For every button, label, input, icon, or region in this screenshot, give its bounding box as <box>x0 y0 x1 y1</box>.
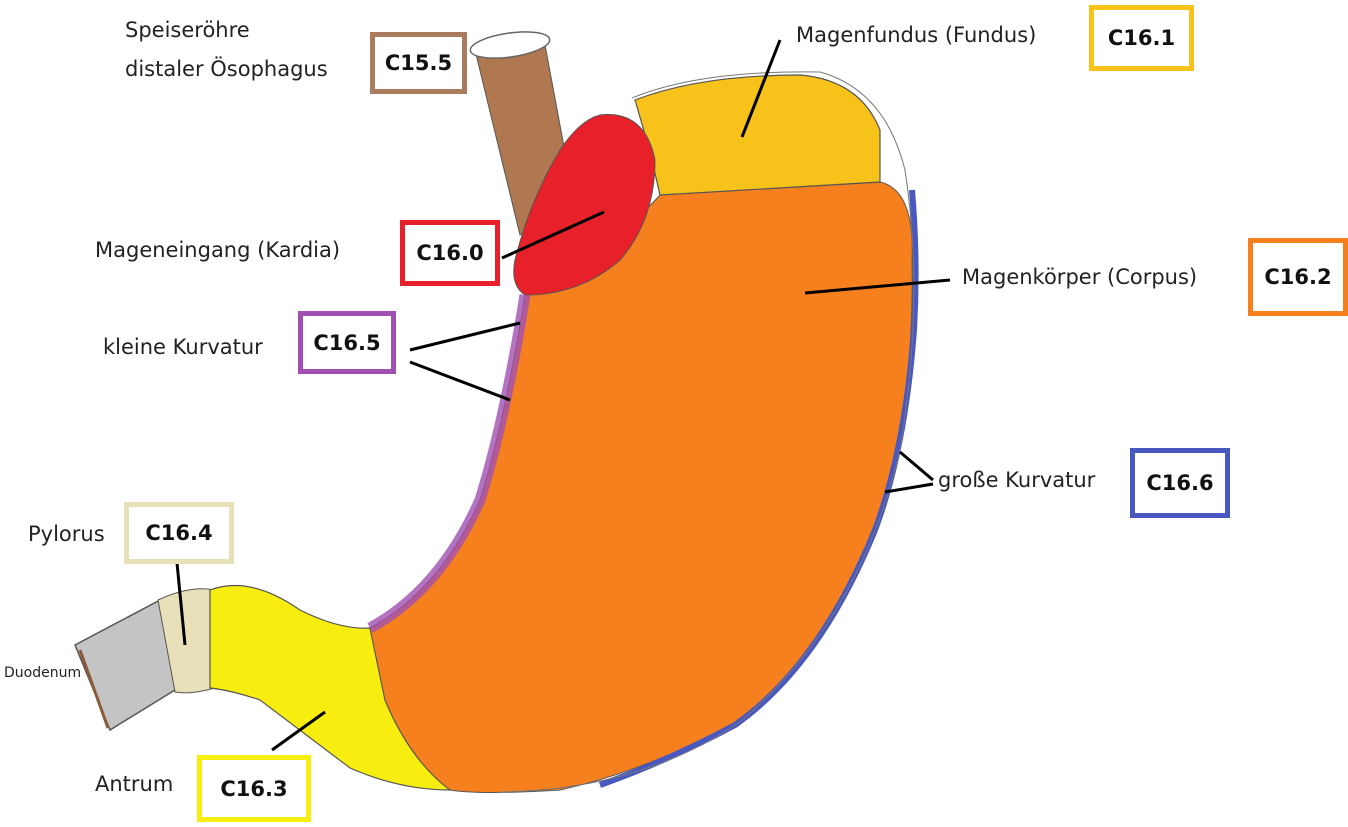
kardia-label: Mageneingang (Kardia) <box>95 238 340 263</box>
esophagus-label-line1: Speiseröhre <box>125 18 250 43</box>
pylorus-label: Pylorus <box>28 522 105 547</box>
duodenum-label: Duodenum <box>4 665 81 682</box>
code-badge-c16-1: C16.1 <box>1089 5 1194 71</box>
antrum-label: Antrum <box>95 772 173 797</box>
leader-grosse-kurvatur-1 <box>900 452 933 480</box>
fundus-label: Magenfundus (Fundus) <box>796 23 1036 48</box>
code-badge-c16-5: C16.5 <box>298 311 396 374</box>
leader-kleine-kurvatur-1 <box>410 323 520 350</box>
grosse-kurvatur-label: große Kurvatur <box>938 468 1095 493</box>
code-badge-c16-2: C16.2 <box>1248 238 1348 316</box>
fundus-region <box>635 75 880 195</box>
code-badge-c16-4: C16.4 <box>124 502 234 564</box>
code-badge-c16-3: C16.3 <box>197 755 311 822</box>
code-badge-c16-0: C16.0 <box>400 220 500 286</box>
esophagus-label-line2: distaler Ösophagus <box>125 57 328 82</box>
corpus-label: Magenkörper (Corpus) <box>962 265 1197 290</box>
leader-kleine-kurvatur-2 <box>410 362 510 400</box>
duodenum-region <box>75 600 175 730</box>
code-badge-c15-5: C15.5 <box>370 32 467 94</box>
kleine-kurvatur-label: kleine Kurvatur <box>103 335 263 360</box>
code-badge-c16-6: C16.6 <box>1130 448 1230 518</box>
